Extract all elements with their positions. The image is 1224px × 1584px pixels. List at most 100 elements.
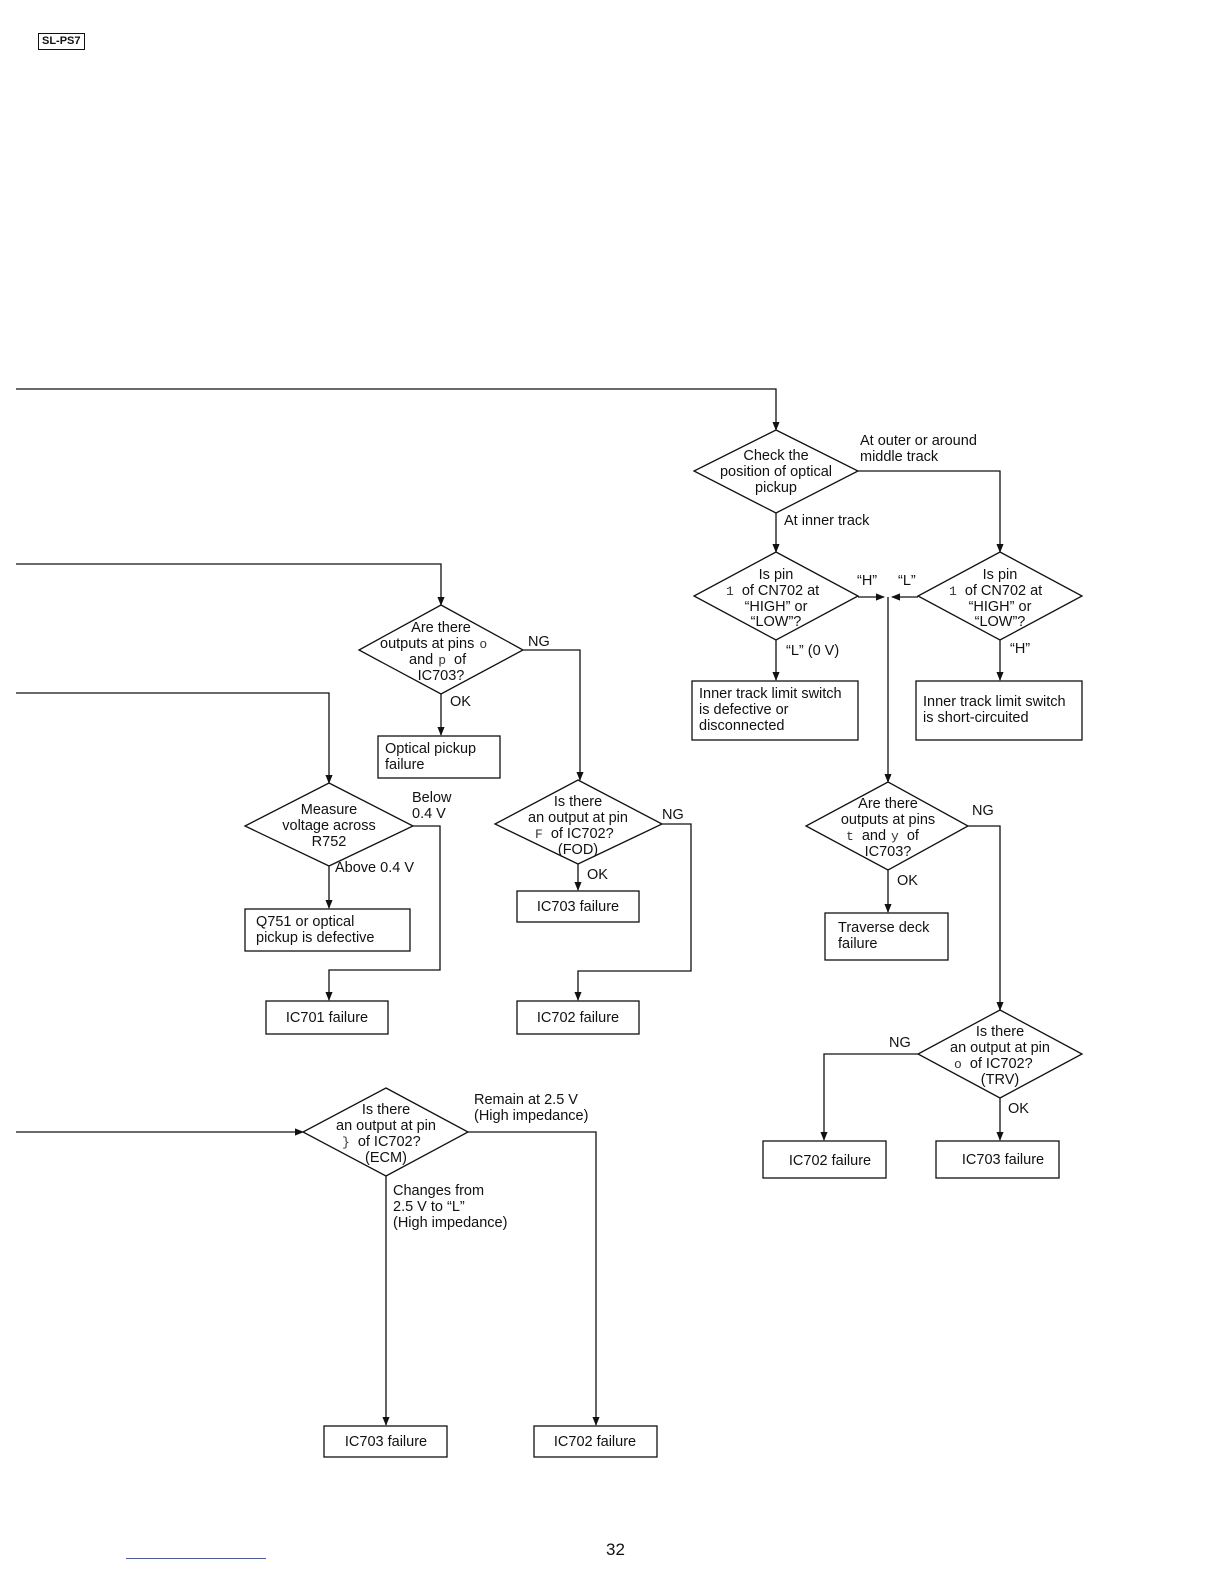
box-inner-switch-defective <box>691 680 859 741</box>
check-position-line2: position of optical <box>720 464 832 480</box>
connector-fod-ng <box>574 823 692 1001</box>
connector-incoming-2 <box>16 563 445 606</box>
label-below-04-1: Below <box>412 790 452 806</box>
outputs-ty-line5: IC703? <box>865 844 912 860</box>
outputs-ty-line2: outputs at pins <box>841 812 935 828</box>
traverse-failure-line2: failure <box>838 936 878 952</box>
box-ic702-failure-fod <box>516 1000 640 1035</box>
decision-check-position <box>692 429 860 514</box>
footer-link-rule <box>126 1558 266 1559</box>
ic702-failure-trv-label: IC702 failure <box>789 1153 871 1169</box>
ic703-failure-trv-label: IC703 failure <box>962 1152 1044 1168</box>
inner-switch-short-line2: is short-circuited <box>923 710 1029 726</box>
box-ic703-failure-ecm <box>323 1425 448 1458</box>
inner-switch-defective-line1: Inner track limit switch <box>699 686 842 702</box>
label-above-04: Above 0.4 V <box>335 860 414 876</box>
pin1-left-line1: Is pin <box>759 567 794 583</box>
label-changes-25-3: (High impedance) <box>393 1215 507 1231</box>
ic702-failure-ecm-label: IC702 failure <box>554 1434 636 1450</box>
label-outer-track-2: middle track <box>860 449 939 465</box>
pin1-left-line3: “HIGH” or <box>745 599 808 615</box>
decision-output-trv <box>916 1009 1084 1099</box>
inner-switch-defective-line2: is defective or <box>699 702 789 718</box>
decision-measure-voltage <box>243 782 415 867</box>
inner-switch-defective-line3: disconnected <box>699 718 784 734</box>
output-ecm-line3: }of IC702? <box>342 1134 421 1150</box>
ic702-failure-fod-label: IC702 failure <box>537 1010 619 1026</box>
label-ng-fod: NG <box>662 807 684 823</box>
label-l-right: “L” <box>898 573 916 589</box>
box-ic702-failure-trv <box>762 1140 887 1179</box>
traverse-failure-line1: Traverse deck <box>838 920 930 936</box>
outputs-ic703-line5: IC703? <box>418 668 465 684</box>
connector-trv-ng <box>820 1053 918 1141</box>
box-ic702-failure-ecm <box>533 1425 658 1458</box>
outputs-ic703-line1: Are there <box>411 620 471 636</box>
connectors <box>16 388 1004 1426</box>
output-ecm-line4: (ECM) <box>365 1150 407 1166</box>
label-ok-ty: OK <box>897 873 918 889</box>
q751-defective-line1: Q751 or optical <box>256 914 354 930</box>
label-inner-track: At inner track <box>784 513 870 529</box>
decision-outputs-ty <box>804 781 970 871</box>
output-trv-line1: Is there <box>976 1024 1024 1040</box>
label-ok-ic703: OK <box>450 694 471 710</box>
connector-incoming-top <box>16 388 780 431</box>
output-ecm-line2: an output at pin <box>336 1118 436 1134</box>
inner-switch-short-line1: Inner track limit switch <box>923 694 1066 710</box>
label-h-right: “H” <box>1010 641 1030 657</box>
decision-pin1-left <box>692 551 860 641</box>
output-trv-line2: an output at pin <box>950 1040 1050 1056</box>
output-trv-line4: (TRV) <box>981 1072 1019 1088</box>
output-fod-line2: an output at pin <box>528 810 628 826</box>
box-traverse-failure <box>824 912 949 961</box>
box-ic701-failure <box>265 1000 389 1035</box>
check-position-line3: pickup <box>755 480 797 496</box>
label-ng-ic703: NG <box>528 634 550 650</box>
optical-pickup-failure-line2: failure <box>385 757 425 773</box>
connector-ic703-ng <box>523 649 584 781</box>
ic703-failure-fod-label: IC703 failure <box>537 899 619 915</box>
label-h-left: “H” <box>857 573 877 589</box>
pin1-right-line3: “HIGH” or <box>969 599 1032 615</box>
output-fod-line4: (FOD) <box>558 842 598 858</box>
label-below-04-2: 0.4 V <box>412 806 446 822</box>
pin1-right-line1: Is pin <box>983 567 1018 583</box>
connector-outer-track <box>858 470 1004 553</box>
measure-voltage-line1: Measure <box>301 802 357 818</box>
outputs-ty-line1: Are there <box>858 796 918 812</box>
ic701-failure-label: IC701 failure <box>286 1010 368 1026</box>
output-ecm-line1: Is there <box>362 1102 410 1118</box>
label-ok-fod: OK <box>587 867 608 883</box>
output-fod-line1: Is there <box>554 794 602 810</box>
label-outer-track-1: At outer or around <box>860 433 977 449</box>
model-tag: SL-PS7 <box>38 33 85 50</box>
connector-below-04 <box>325 825 441 1001</box>
box-optical-pickup-failure <box>377 735 501 779</box>
measure-voltage-line3: R752 <box>312 834 347 850</box>
connector-incoming-3 <box>16 692 333 784</box>
check-position-line1: Check the <box>743 448 808 464</box>
box-q751-defective <box>244 908 411 952</box>
box-ic703-failure-fod <box>516 890 640 923</box>
q751-defective-line2: pickup is defective <box>256 930 374 946</box>
label-ng-trv: NG <box>889 1035 911 1051</box>
page-number: 32 <box>606 1540 625 1559</box>
label-ng-ty: NG <box>972 803 994 819</box>
decision-output-ecm <box>301 1087 470 1177</box>
optical-pickup-failure-line1: Optical pickup <box>385 741 476 757</box>
label-l-0v: “L” (0 V) <box>786 643 839 659</box>
decision-output-fod <box>493 779 664 865</box>
pin1-left-line4: “LOW”? <box>751 614 802 630</box>
pin1-right-line4: “LOW”? <box>975 614 1026 630</box>
label-changes-25-2: 2.5 V to “L” <box>393 1199 465 1215</box>
decision-outputs-ic703 <box>357 604 525 695</box>
label-ok-trv: OK <box>1008 1101 1029 1117</box>
connector-ty-ng <box>968 825 1004 1011</box>
